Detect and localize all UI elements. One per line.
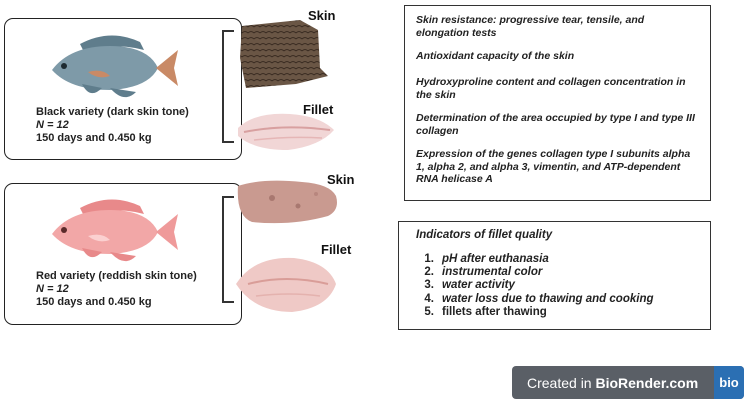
fillet-quality-item: 4.water loss due to thawing and cooking <box>424 292 654 305</box>
red-fillet-label: Fillet <box>321 242 352 257</box>
skin-analysis-item: Expression of the genes collagen type I … <box>416 148 691 185</box>
red-tilapia-illustration <box>52 199 178 262</box>
skin-analysis-item: Hydroxyproline content and collagen conc… <box>416 76 686 101</box>
skin-analysis-item: Determination of the area occupied by ty… <box>416 112 695 137</box>
fillet-quality-item: 2.instrumental color <box>424 266 543 279</box>
red-bracket-bottom <box>222 301 234 303</box>
black-bracket-top <box>222 30 234 32</box>
biorender-badge-text: Created in BioRender.com <box>527 375 699 391</box>
red-variety-n: N = 12 <box>36 283 69 295</box>
black-variety-n: N = 12 <box>36 119 69 131</box>
black-variety-age-weight: 150 days and 0.450 kg <box>36 132 152 144</box>
biorender-badge[interactable]: Created in BioRender.com bio <box>512 366 744 399</box>
red-variety-name: Red variety (reddish skin tone) <box>36 270 197 282</box>
fillet-quality-title: Indicators of fillet quality <box>416 229 553 241</box>
skin-analyses-box <box>404 5 711 201</box>
skin-analysis-item: Antioxidant capacity of the skin <box>416 50 575 62</box>
fillet-quality-list: 1.pH after euthanasia 2.instrumental col… <box>420 253 654 319</box>
red-fillet-sample <box>236 257 336 312</box>
black-variety-name: Black variety (dark skin tone) <box>36 106 189 118</box>
black-tilapia-illustration <box>52 35 178 98</box>
fillet-quality-box <box>398 221 711 330</box>
red-skin-sample <box>237 180 337 224</box>
black-variety-details: Black variety (dark skin tone) N = 12 15… <box>36 106 189 145</box>
red-bracket-vertical <box>222 196 224 302</box>
red-variety-details: Red variety (reddish skin tone) N = 12 1… <box>36 270 197 309</box>
black-fillet-sample <box>238 113 334 150</box>
black-skin-sample <box>240 20 328 88</box>
black-bracket-vertical <box>222 30 224 142</box>
fillet-quality-item: 1.pH after euthanasia <box>424 253 549 265</box>
black-bracket-bottom <box>222 141 234 143</box>
fillet-quality-item: 5.fillets after thawing <box>424 305 547 318</box>
black-fillet-label: Fillet <box>303 102 334 117</box>
fillet-quality-item: 3.water activity <box>424 279 515 292</box>
red-variety-age-weight: 150 days and 0.450 kg <box>36 296 152 308</box>
black-skin-label: Skin <box>308 8 336 23</box>
red-skin-label: Skin <box>327 172 355 187</box>
red-bracket-top <box>222 196 234 198</box>
biorender-logo-icon: bio <box>714 366 744 399</box>
skin-analysis-item: Skin resistance: progressive tear, tensi… <box>416 14 645 39</box>
